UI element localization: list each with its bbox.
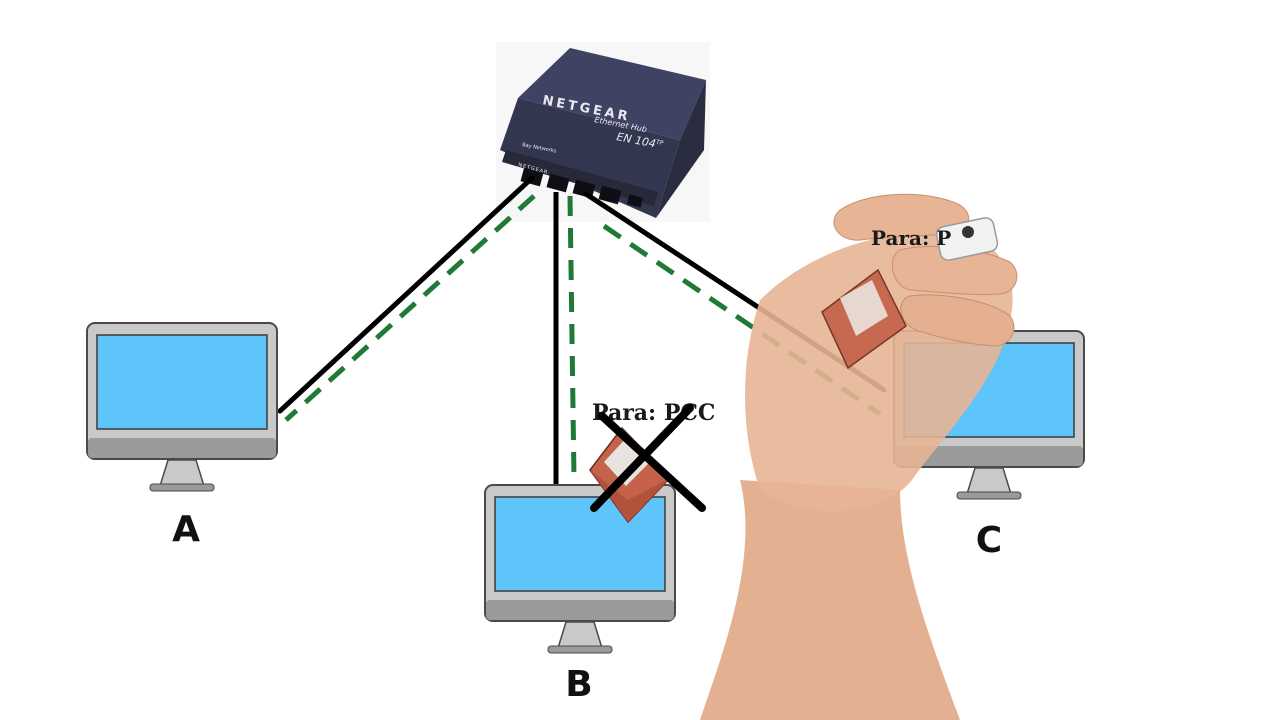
signal-path-to-c bbox=[602, 223, 882, 417]
ethernet-hub: NETGEAR Ethernet Hub EN 104TP Bay Networ… bbox=[496, 42, 710, 222]
computer-c-label: C bbox=[976, 520, 1002, 561]
x-mark-icon bbox=[590, 404, 706, 512]
envelope-icon bbox=[821, 268, 907, 370]
monitor-icon bbox=[86, 322, 278, 492]
signal-path-to-b bbox=[567, 195, 577, 479]
monitor-icon bbox=[484, 484, 676, 654]
cable-hub-to-a bbox=[277, 175, 535, 414]
packet-address-in-hand: Para: P bbox=[871, 226, 951, 250]
hand-with-marker: Para: P bbox=[700, 193, 1018, 720]
signal-paths bbox=[284, 194, 882, 479]
computer-b-label: B bbox=[565, 664, 592, 705]
rejected-packet: Para: PCC bbox=[589, 400, 715, 524]
computer-b: B bbox=[484, 484, 676, 705]
signal-path-to-a bbox=[284, 194, 536, 422]
computer-a: A bbox=[86, 322, 278, 550]
computer-a-label: A bbox=[172, 509, 200, 550]
